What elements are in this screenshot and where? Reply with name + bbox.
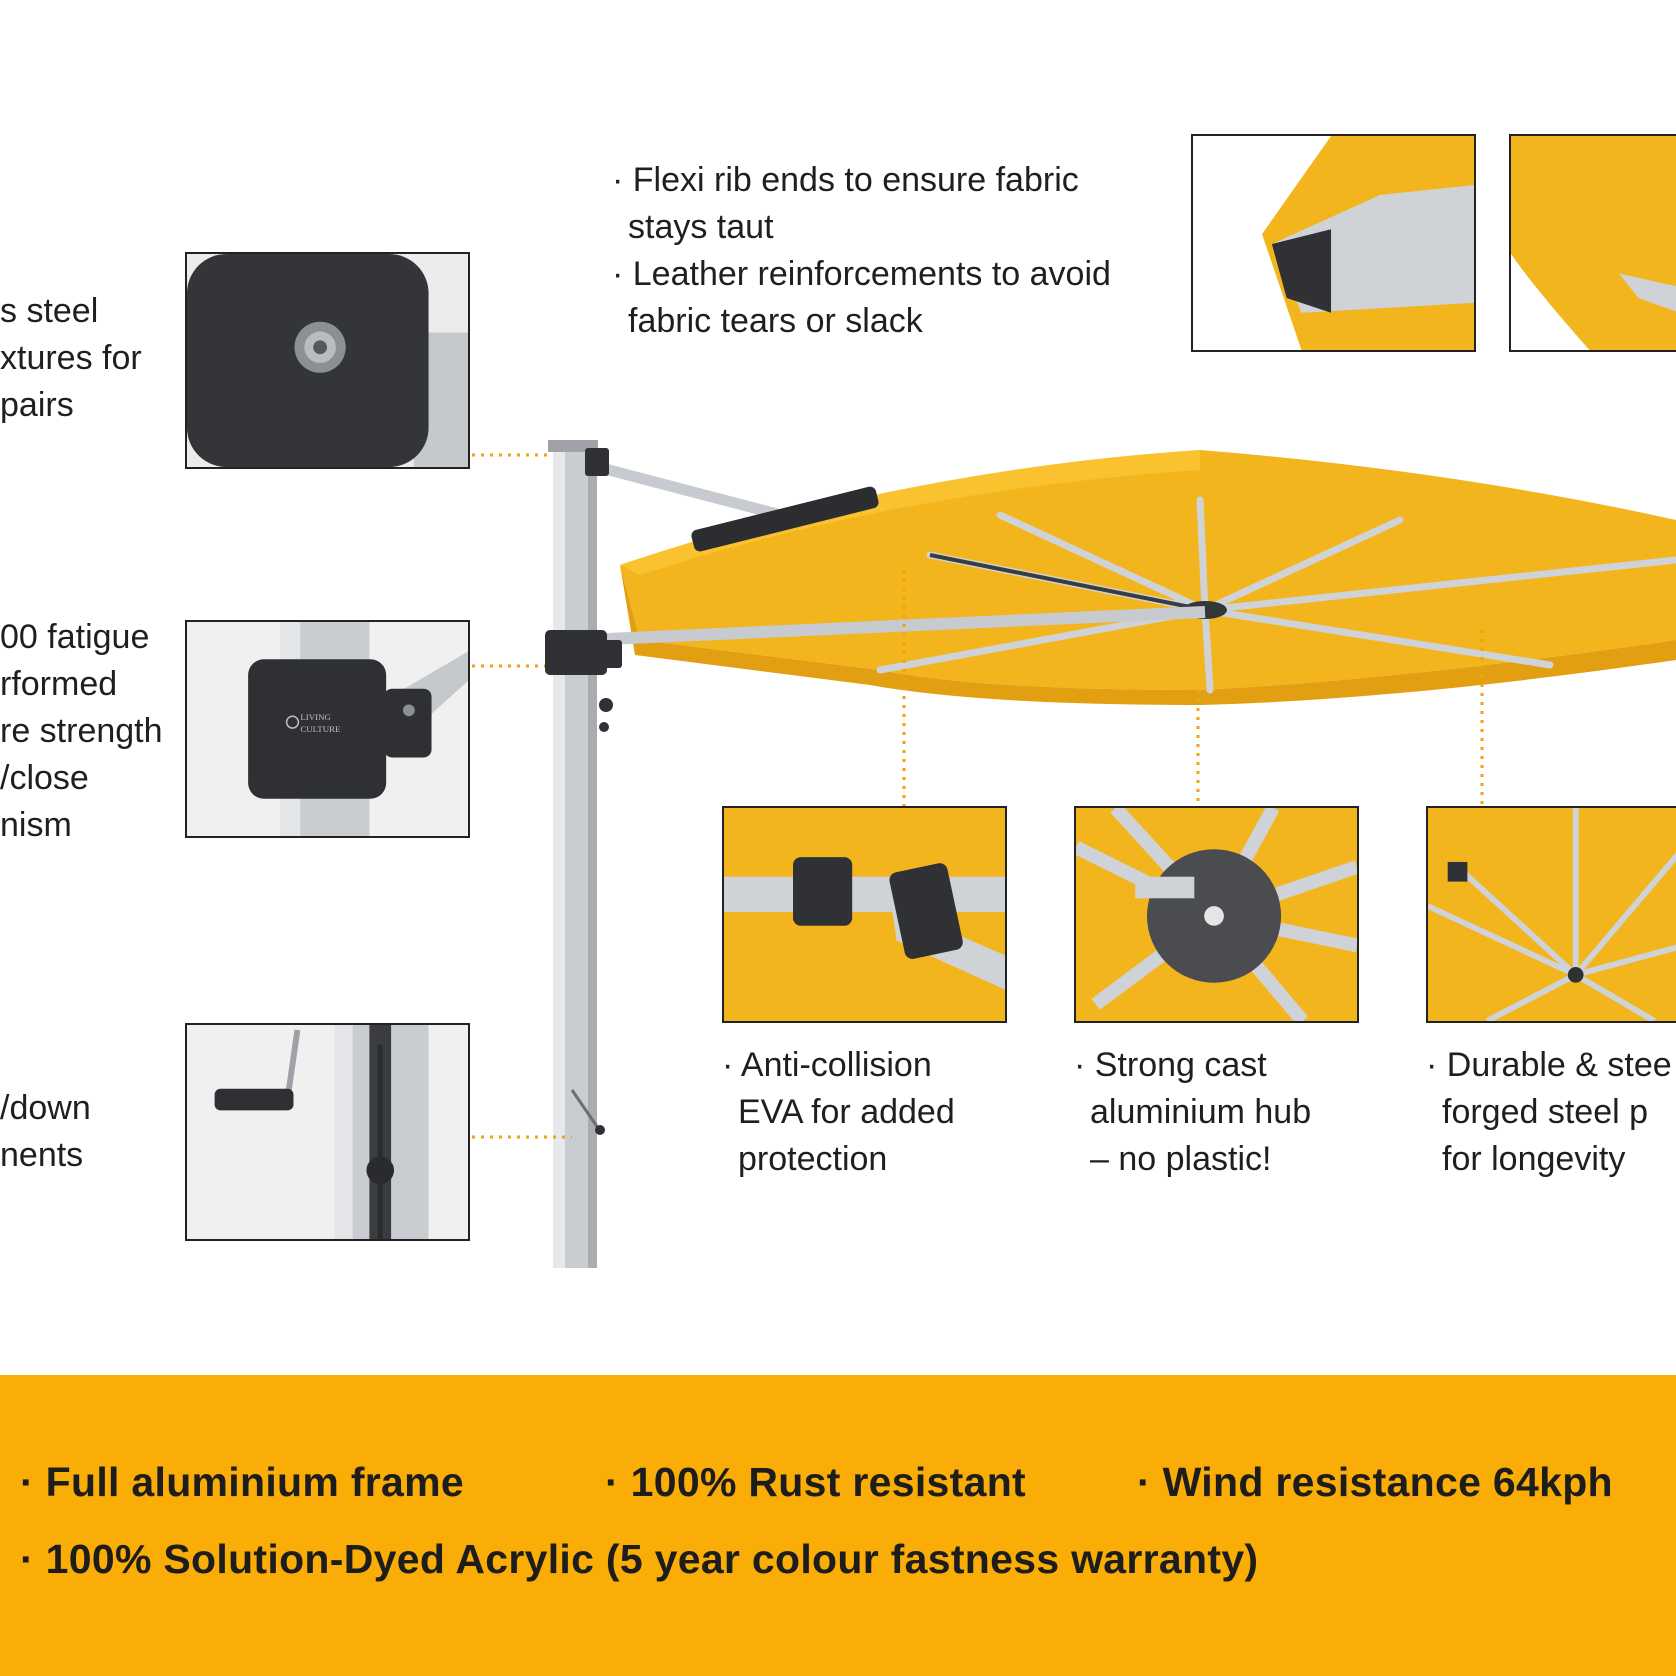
umbrella-pole	[545, 440, 622, 1268]
spec-banner: · Full aluminium frame · 100% Rust resis…	[0, 1375, 1676, 1676]
tilt-feature-text: /down nents	[0, 1085, 91, 1179]
forged-steel-line-1: · Durable & stee	[1426, 1046, 1672, 1084]
flexi-line-3: · Leather reinforcements to avoid	[612, 255, 1111, 293]
umbrella-illustration	[472, 440, 1676, 1268]
crank-line-2: rformed	[0, 665, 118, 703]
banner-item-frame: · Full aluminium frame	[20, 1459, 464, 1505]
crank-line-4: /close	[0, 759, 89, 797]
banner-item-wind: · Wind resistance 64kph	[1137, 1459, 1613, 1505]
leather-reinforcement-photo	[1509, 134, 1676, 352]
rib-end-photo	[1191, 134, 1476, 352]
cast-hub-line-1: · Strong cast	[1074, 1046, 1267, 1084]
cast-hub-feature-text: · Strong cast aluminium hub – no plastic…	[1074, 1042, 1311, 1183]
cast-hub-photo	[1074, 806, 1359, 1023]
anti-collision-feature-text: · Anti-collision EVA for added protectio…	[722, 1042, 955, 1183]
forged-steel-feature-text: · Durable & stee forged steel p for long…	[1426, 1042, 1676, 1183]
cast-hub-line-2: aluminium hub	[1090, 1093, 1312, 1131]
flexi-line-2: stays taut	[628, 208, 774, 246]
umbrella-arm	[584, 459, 1206, 646]
fixtures-line-3: pairs	[0, 386, 74, 424]
fixtures-line-2: xtures for	[0, 339, 142, 377]
anti-collision-line-2: EVA for added	[738, 1093, 955, 1131]
logo-text-culture: CULTURE	[300, 724, 340, 734]
crank-line-5: nism	[0, 806, 72, 844]
crank-line-3: re strength	[0, 712, 163, 750]
fixtures-feature-text: s steel xtures for pairs	[0, 288, 142, 429]
logo-text-living: LIVING	[300, 712, 331, 722]
fixture-detail-photo	[185, 252, 470, 469]
fixtures-line-1: s steel	[0, 292, 99, 330]
anti-collision-line-3: protection	[738, 1140, 888, 1178]
crank-feature-text: 00 fatigue rformed re strength /close ni…	[0, 614, 163, 849]
dotted-leaders	[472, 453, 1484, 1139]
tilt-line-1: /down	[0, 1089, 91, 1127]
banner-item-acrylic: · 100% Solution-Dyed Acrylic (5 year col…	[20, 1536, 1259, 1582]
flexi-rib-feature-text: · Flexi rib ends to ensure fabric stays …	[612, 157, 1111, 345]
forged-steel-photo	[1426, 806, 1676, 1023]
tilt-crank-photo	[185, 1023, 470, 1241]
forged-steel-line-3: for longevity	[1442, 1140, 1626, 1178]
crank-line-1: 00 fatigue	[0, 618, 150, 656]
crank-housing-photo: LIVING CULTURE	[185, 620, 470, 838]
flexi-line-4: fabric tears or slack	[628, 302, 923, 340]
banner-item-rust: · 100% Rust resistant	[605, 1459, 1027, 1505]
tilt-line-2: nents	[0, 1136, 84, 1174]
flexi-line-1: · Flexi rib ends to ensure fabric	[612, 161, 1079, 199]
anti-collision-line-1: · Anti-collision	[722, 1046, 932, 1084]
forged-steel-line-2: forged steel p	[1442, 1093, 1649, 1131]
cast-hub-line-3: – no plastic!	[1090, 1140, 1272, 1178]
anti-collision-photo	[722, 806, 1007, 1023]
